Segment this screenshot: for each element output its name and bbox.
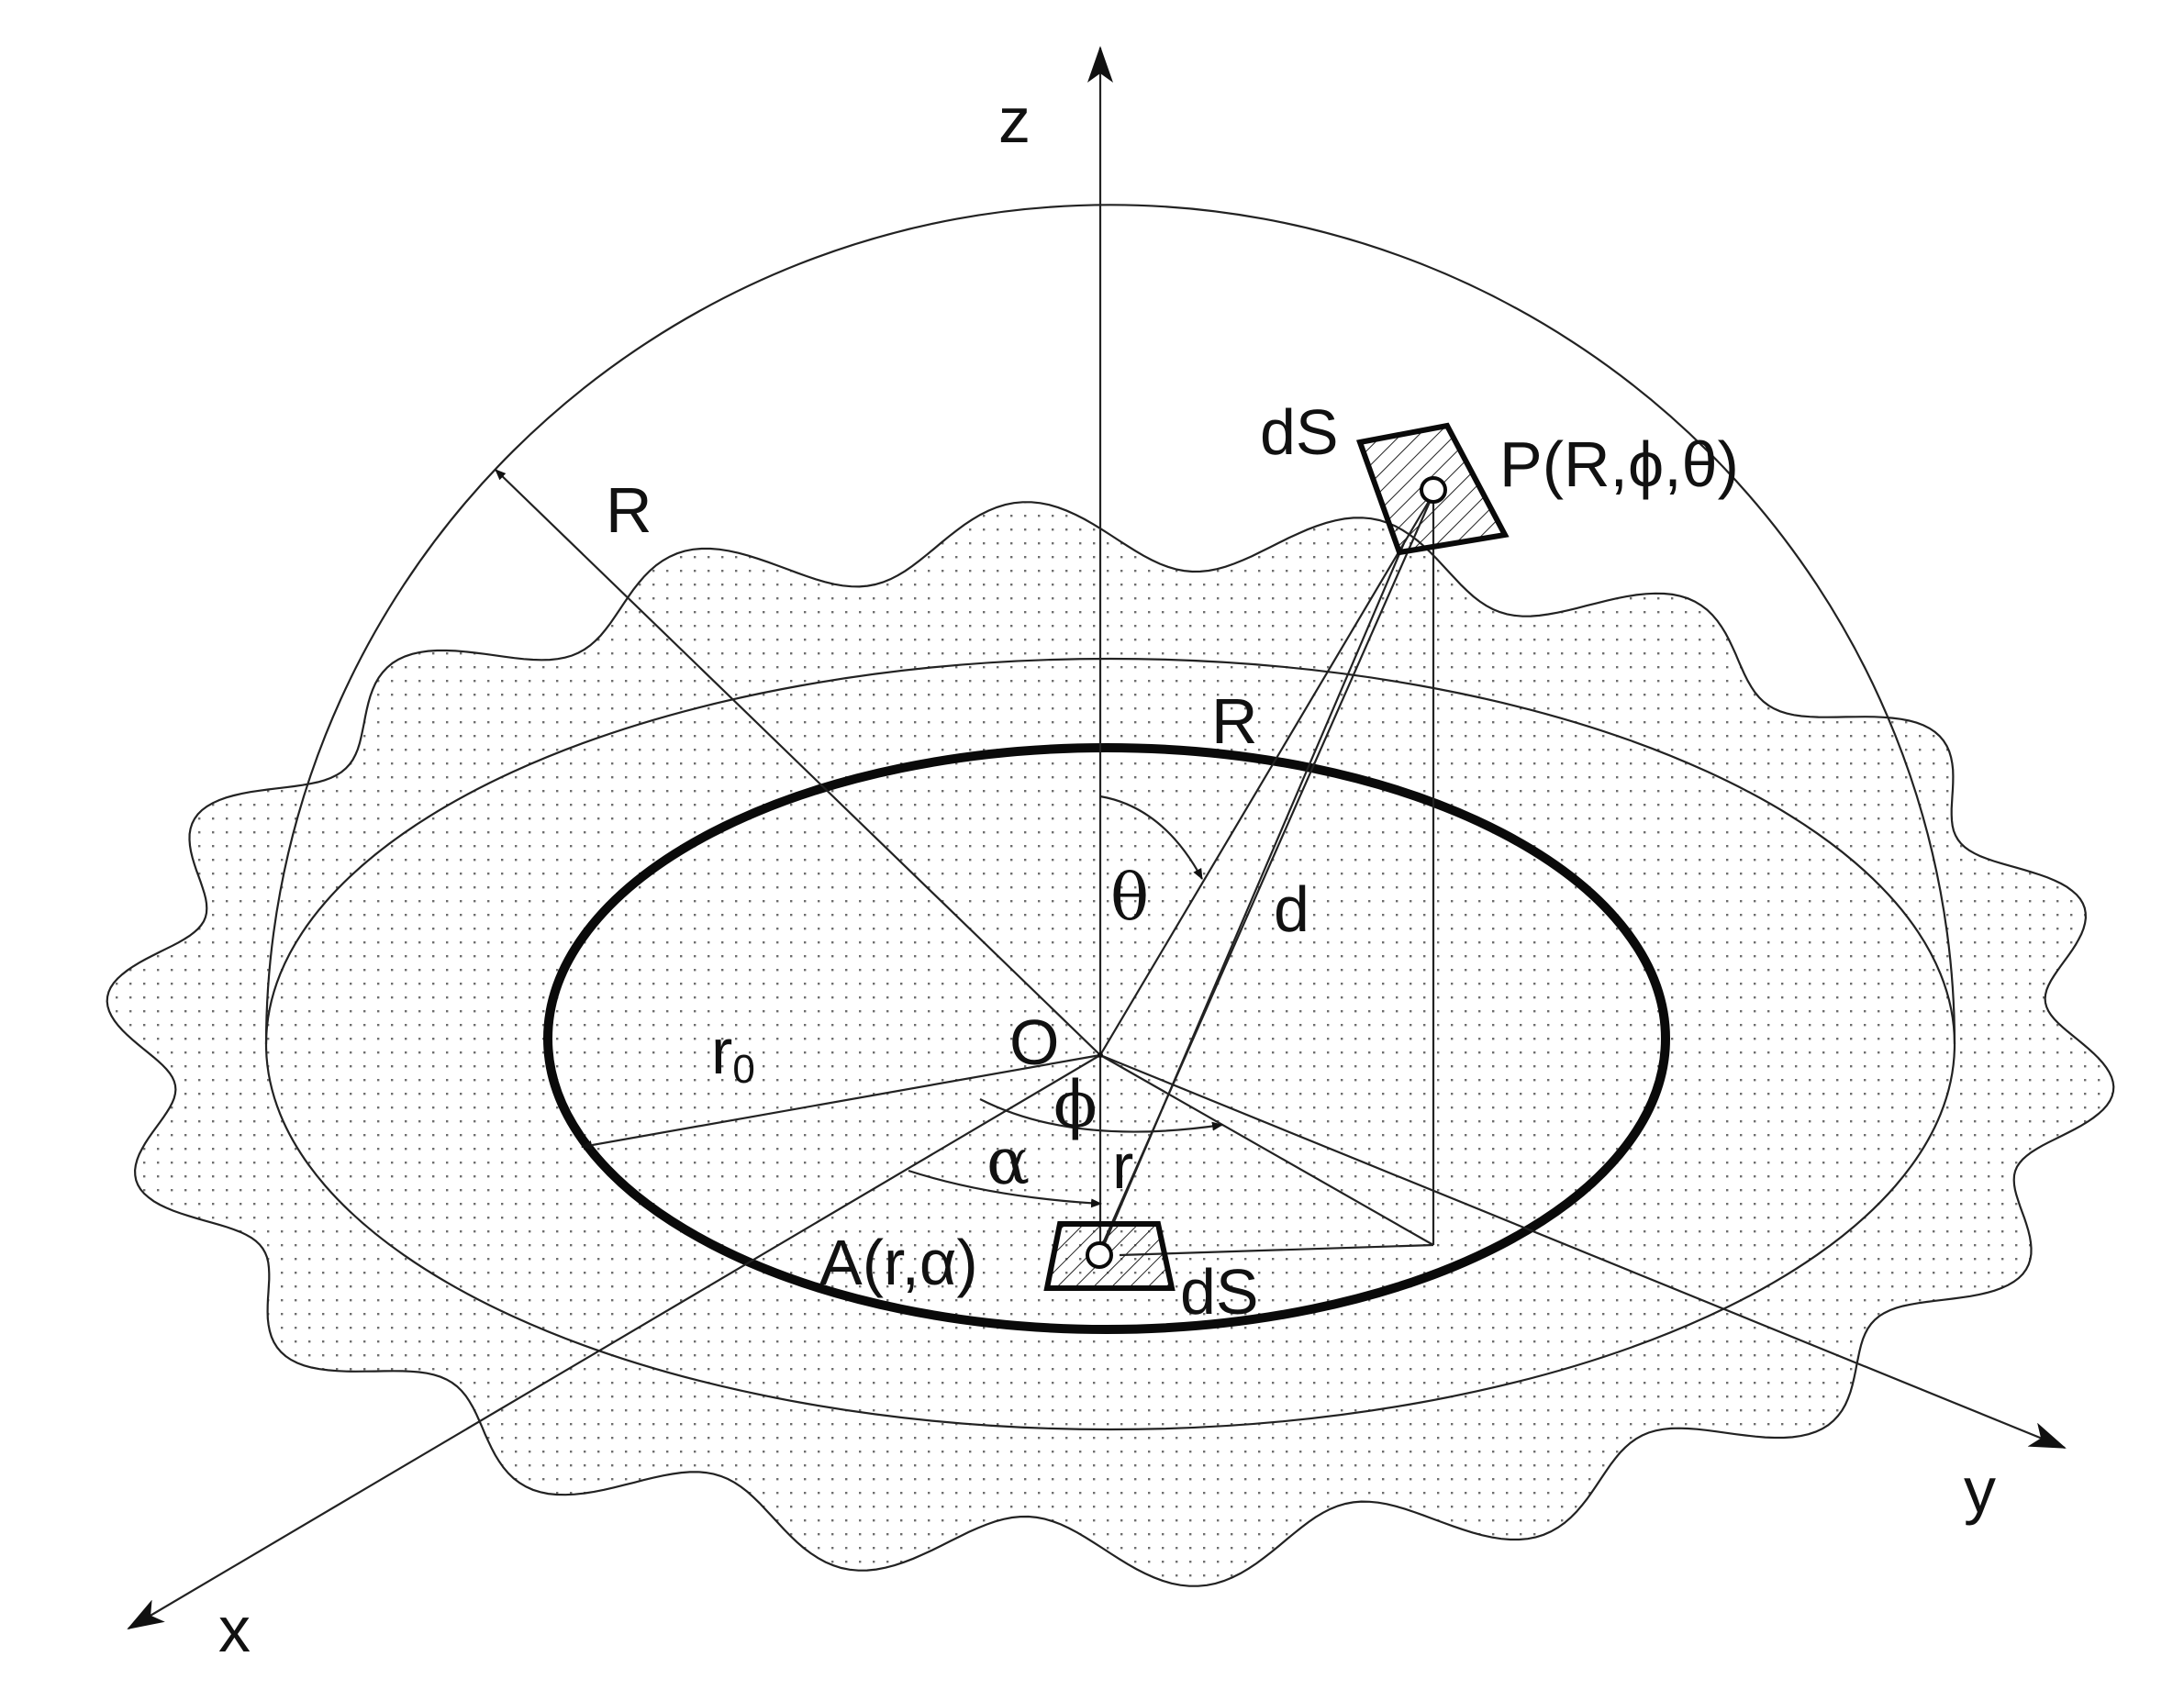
point-a-label: A(r,α) (819, 1227, 978, 1298)
theta-label: θ (1110, 860, 1149, 935)
radius-to-p-label: R (1211, 685, 1258, 757)
y-axis (1099, 1053, 2067, 1450)
source-disc-ellipse (543, 743, 1670, 1334)
phi-arc (979, 1098, 1223, 1133)
source-radius-subscript: 0 (732, 1047, 754, 1092)
x-axis (127, 1054, 1101, 1630)
source-radius-main: r (711, 1016, 732, 1087)
radius-to-p-line (1099, 493, 1434, 1056)
ds-bottom-label: dS (1180, 1256, 1259, 1328)
alpha-arc (908, 1169, 1102, 1208)
source-radius-label: r0 (711, 1016, 755, 1092)
alpha-label: α (986, 1124, 1030, 1199)
o-to-projection-line (1099, 1054, 1434, 1246)
ground-surface (106, 501, 2115, 1587)
point-p-label: P(R,ϕ,θ) (1499, 428, 1739, 500)
ds-top-label: dS (1260, 396, 1339, 468)
source-radius-line (581, 1053, 1101, 1151)
x-axis-label: x (218, 1594, 251, 1665)
phi-label: ϕ (1053, 1067, 1098, 1142)
d-label: d (1274, 873, 1309, 945)
y-axis-label: y (1964, 1454, 1996, 1526)
hemisphere-outline (264, 203, 1956, 1045)
hemisphere-radius-line (495, 469, 1101, 1056)
hemisphere-radius-label: R (606, 474, 652, 546)
z-axis-label: z (998, 84, 1031, 156)
a-to-projection-line (1119, 1243, 1434, 1257)
origin-label: O (1009, 1006, 1059, 1078)
point-a-marker (1086, 1241, 1113, 1269)
theta-arc (1099, 795, 1203, 880)
r-label: r (1112, 1130, 1133, 1202)
hemisphere-base-ellipse (264, 657, 1956, 1431)
point-p-marker (1420, 476, 1447, 504)
origin-point (1098, 1052, 1103, 1058)
